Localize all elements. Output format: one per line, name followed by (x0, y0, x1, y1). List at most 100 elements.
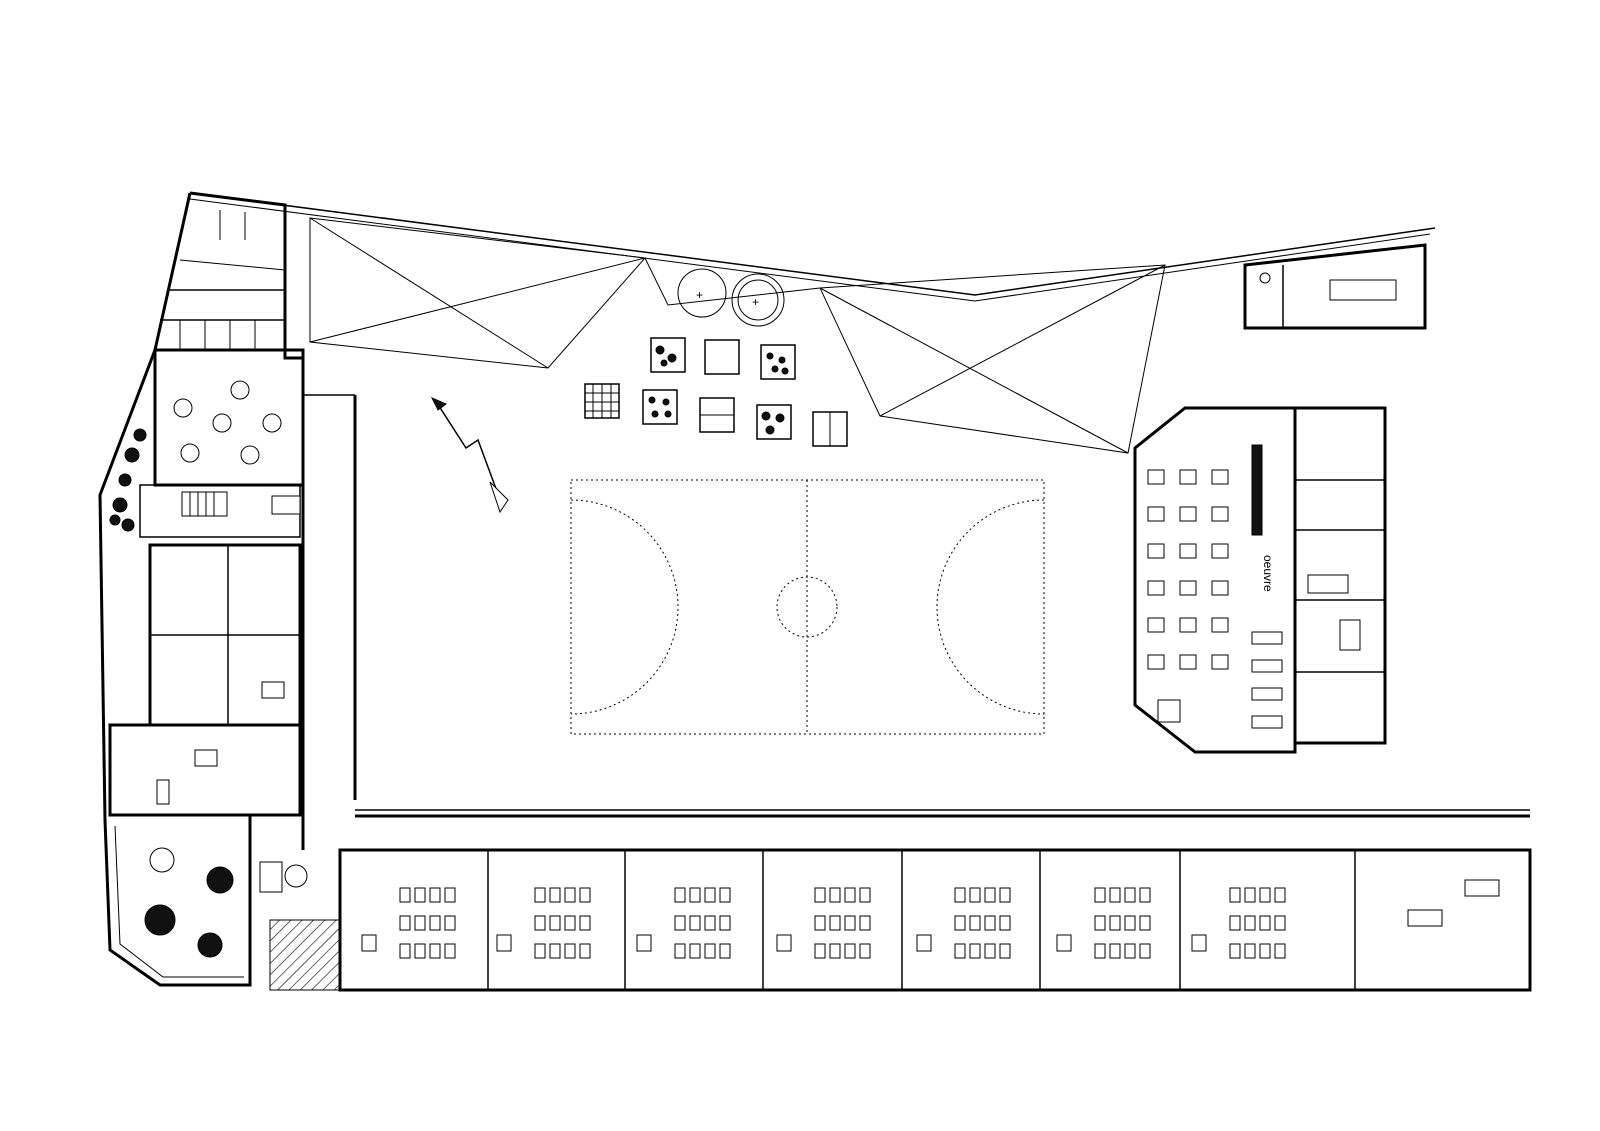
north-arrow-icon (430, 397, 509, 514)
classroom-desk (969, 887, 981, 903)
classroom-desk (1124, 943, 1136, 959)
canteen-table (1211, 617, 1229, 633)
canteen-table (1211, 506, 1229, 522)
teacher-desk (1056, 934, 1072, 952)
canteen-table (1179, 617, 1197, 633)
canteen-block (1133, 406, 1387, 754)
classroom-desk (564, 915, 576, 931)
classroom-desk (1139, 887, 1151, 903)
svg-text:+: + (696, 288, 703, 302)
classroom-desk (814, 915, 826, 931)
classroom-desk (534, 915, 546, 931)
meeting-table (1464, 879, 1500, 897)
classroom-desk (859, 887, 871, 903)
classroom-desk (579, 887, 591, 903)
round-planters: + + (677, 268, 785, 327)
classroom-desk (1094, 887, 1106, 903)
classroom-desk (984, 943, 996, 959)
classroom-desk (954, 943, 966, 959)
classroom-desk (1229, 887, 1241, 903)
classroom-desk (564, 887, 576, 903)
classroom-desk (399, 915, 411, 931)
classroom-desk (719, 915, 731, 931)
classroom-desk (414, 915, 426, 931)
canteen-table (1179, 580, 1197, 596)
classroom-desk (1124, 887, 1136, 903)
classroom-desk (1139, 915, 1151, 931)
svg-text:+: + (752, 295, 759, 309)
kitchen-label: oeuvre (1261, 555, 1275, 592)
classroom-desk (969, 915, 981, 931)
classroom-desk (859, 943, 871, 959)
classroom-desk (674, 915, 686, 931)
staff-room (1243, 243, 1427, 330)
classroom-desk (549, 887, 561, 903)
classroom-desk (414, 943, 426, 959)
sw-garden (103, 815, 341, 991)
classroom-desk (844, 887, 856, 903)
site-boundary (189, 192, 1436, 302)
canteen-tables (1147, 469, 1283, 729)
classroom-desk (719, 887, 731, 903)
classroom-desk (444, 943, 456, 959)
west-wing (98, 191, 305, 821)
classroom-desks (361, 879, 1500, 959)
classroom-desk (534, 943, 546, 959)
canteen-table (1251, 687, 1283, 701)
classroom-desk (1139, 943, 1151, 959)
classroom-desk (1244, 915, 1256, 931)
canteen-table (1147, 506, 1165, 522)
classroom-desk (954, 915, 966, 931)
classroom-desk (414, 887, 426, 903)
classroom-desk (954, 887, 966, 903)
canteen-table (1211, 654, 1229, 670)
classroom-desk (399, 943, 411, 959)
classroom-desk (1094, 915, 1106, 931)
classroom-desk (689, 887, 701, 903)
classroom-desk (829, 943, 841, 959)
classroom-desk (1259, 943, 1271, 959)
canteen-table (1211, 469, 1229, 485)
classroom-desk (689, 915, 701, 931)
classroom-desk (549, 915, 561, 931)
classroom-desk (549, 943, 561, 959)
classroom-desk (829, 915, 841, 931)
classroom-desk (1229, 943, 1241, 959)
classroom-desk (1274, 915, 1286, 931)
classroom-desk (564, 943, 576, 959)
canteen-table (1147, 580, 1165, 596)
canteen-table (1179, 469, 1197, 485)
canteen-table (1251, 715, 1283, 729)
canteen-table (1251, 659, 1283, 673)
classroom-desk (444, 915, 456, 931)
classroom-desk (1109, 943, 1121, 959)
canteen-table (1179, 654, 1197, 670)
classroom-desk (689, 943, 701, 959)
teacher-desk (776, 934, 792, 952)
classroom-desk (579, 915, 591, 931)
classroom-desk (829, 887, 841, 903)
classroom-desk (844, 915, 856, 931)
canteen-table (1251, 631, 1283, 645)
classroom-desk (969, 943, 981, 959)
classroom-desk (1109, 915, 1121, 931)
teacher-desk (636, 934, 652, 952)
classroom-desk (1094, 943, 1106, 959)
teacher-desk (1191, 934, 1207, 952)
classroom-desk (1274, 943, 1286, 959)
classroom-desk (1244, 887, 1256, 903)
canteen-table (1147, 543, 1165, 559)
classroom-desk (814, 887, 826, 903)
canteen-table (1147, 469, 1165, 485)
classroom-desk (534, 887, 546, 903)
classroom-desk (814, 943, 826, 959)
classroom-desk (579, 943, 591, 959)
classroom-wing (338, 809, 1532, 992)
classroom-desk (674, 887, 686, 903)
classroom-desk (859, 915, 871, 931)
classroom-desk (444, 887, 456, 903)
west-corridor (301, 394, 357, 850)
classroom-desk (719, 943, 731, 959)
classroom-desk (704, 943, 716, 959)
